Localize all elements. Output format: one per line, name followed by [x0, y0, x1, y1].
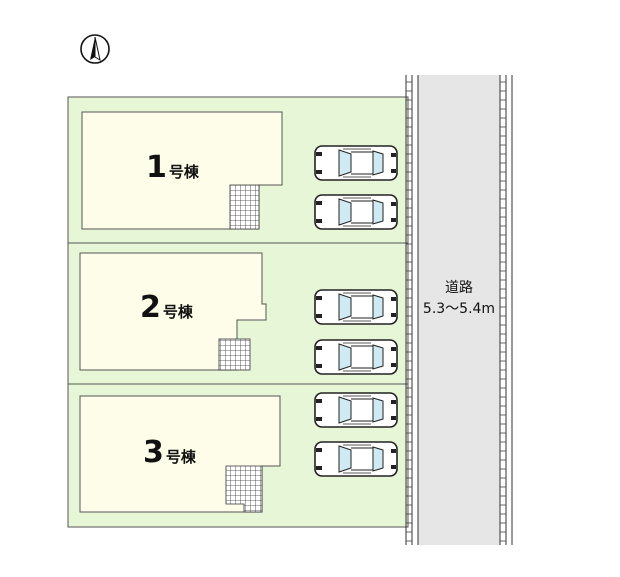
car-icon — [314, 339, 398, 375]
car-icon — [314, 194, 398, 230]
road-width: 5.3～5.4m — [423, 301, 495, 317]
stair-1 — [229, 184, 260, 230]
north-arrow-icon — [80, 34, 110, 64]
stair-3 — [225, 465, 263, 513]
parking-area — [314, 145, 398, 477]
road — [405, 75, 513, 545]
road-name: 道路 — [445, 280, 473, 296]
car-icon — [314, 392, 398, 428]
stair-2 — [218, 338, 251, 371]
car-icon — [314, 441, 398, 477]
car-icon — [314, 145, 398, 181]
car-icon — [314, 289, 398, 325]
